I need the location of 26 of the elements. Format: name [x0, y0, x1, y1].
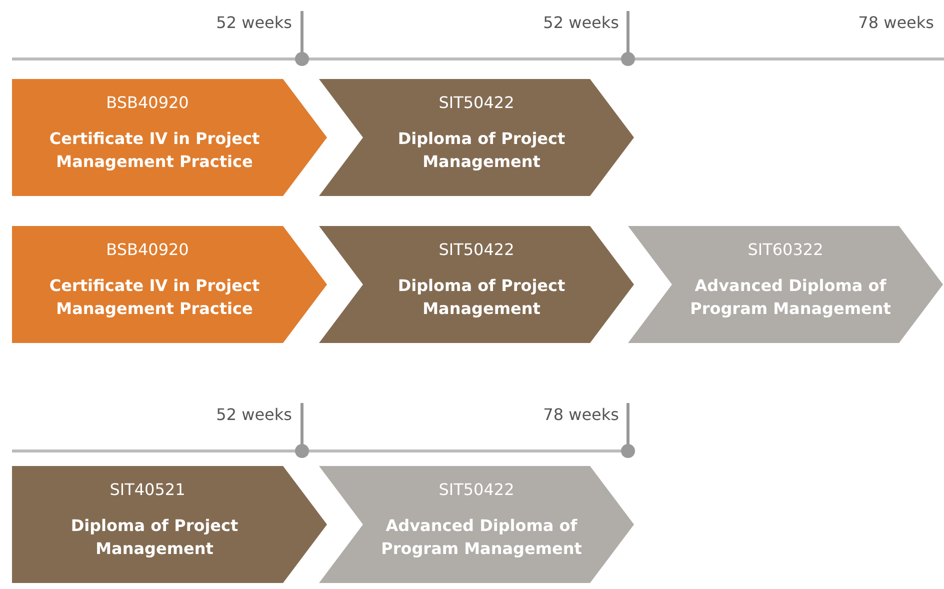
chevron-step	[12, 79, 327, 196]
course-title: Diploma of Project Management	[396, 128, 566, 173]
course-code: SIT50422	[438, 480, 516, 499]
chevron-step	[12, 226, 327, 343]
course-title: Advanced Diploma of Program Management	[689, 275, 892, 320]
chevron-step	[319, 466, 634, 583]
course-code: SIT40521	[108, 480, 186, 499]
course-title: Diploma of Project Management	[70, 515, 240, 560]
course-code: BSB40920	[105, 93, 190, 112]
chevron-step	[319, 79, 634, 196]
course-code: SIT60322	[746, 240, 824, 259]
course-title: Advanced Diploma of Program Management	[380, 515, 583, 560]
chevron-step	[319, 226, 634, 343]
duration-label: 78 weeks	[543, 405, 619, 424]
duration-label: 52 weeks	[216, 405, 292, 424]
course-title: Certificate IV in Project Management Practice	[48, 128, 261, 173]
course-title: Diploma of Project Management	[396, 275, 566, 320]
chevron-step	[628, 226, 943, 343]
course-code: BSB40920	[105, 240, 190, 259]
duration-label: 78 weeks	[858, 13, 934, 32]
duration-label: 52 weeks	[543, 13, 619, 32]
course-title: Certificate IV in Project Management Practice	[48, 275, 261, 320]
duration-label: 52 weeks	[216, 13, 292, 32]
course-code: SIT50422	[438, 93, 516, 112]
course-code: SIT50422	[438, 240, 516, 259]
chevron-step	[12, 466, 327, 583]
